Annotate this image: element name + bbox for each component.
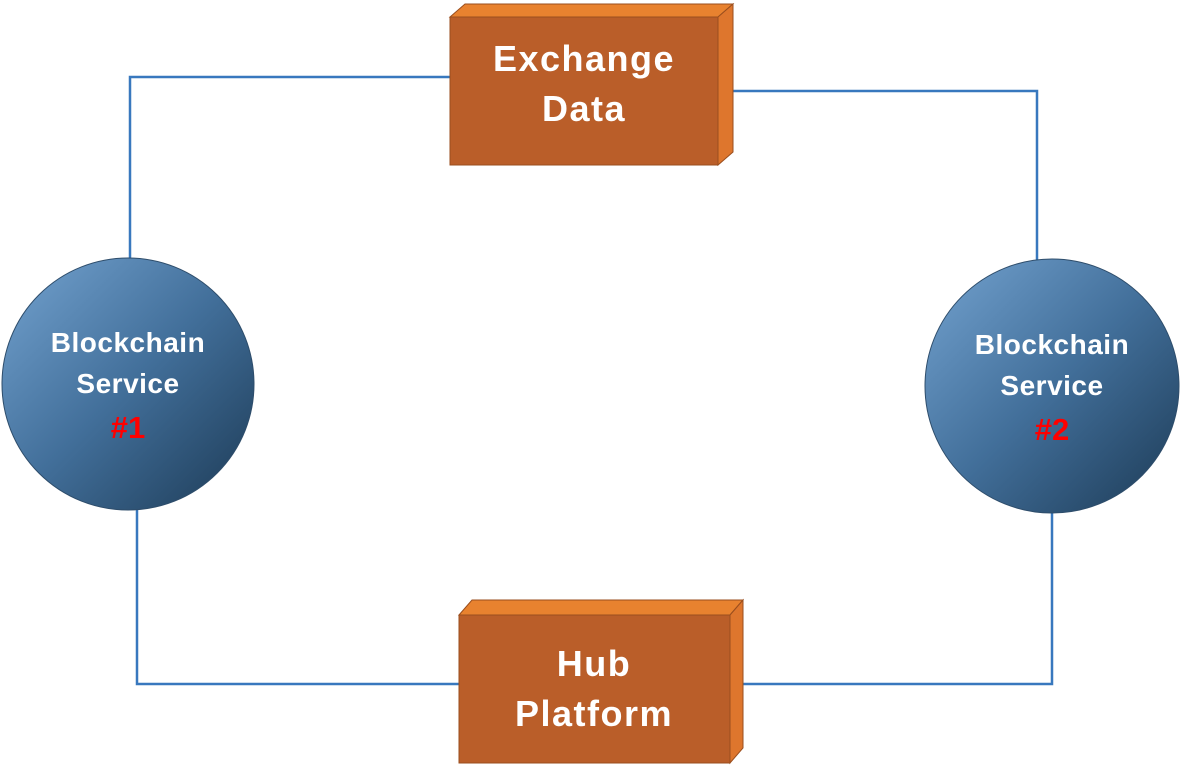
connector-service1-to-exchange bbox=[128, 75, 455, 265]
blockchain-service-1-label-line1: Blockchain bbox=[51, 327, 205, 358]
blockchain-service-1-node: Blockchain Service #1 bbox=[1, 257, 255, 511]
hub-platform-label-line1: Hub bbox=[557, 643, 631, 684]
connector-exchange-to-service2 bbox=[722, 89, 1039, 268]
blockchain-service-2-node: Blockchain Service #2 bbox=[924, 258, 1180, 514]
hub-platform-label-line2: Platform bbox=[515, 693, 673, 734]
exchange-data-box-side-face bbox=[717, 2, 734, 167]
exchange-data-box: Exchange Data bbox=[448, 2, 735, 167]
hub-platform-box: Hub Platform bbox=[457, 598, 745, 765]
connector-service2-to-hub bbox=[736, 508, 1054, 686]
exchange-data-label-line2: Data bbox=[542, 88, 626, 129]
blockchain-service-1-label-line2: Service bbox=[76, 368, 179, 399]
blockchain-service-2-sphere bbox=[924, 258, 1180, 514]
blockchain-service-2-label-line2: Service bbox=[1000, 370, 1103, 401]
blockchain-service-2-label-line1: Blockchain bbox=[975, 329, 1129, 360]
blockchain-service-1-number: #1 bbox=[111, 410, 145, 445]
hub-platform-box-side-face bbox=[729, 598, 744, 765]
exchange-data-box-top-face bbox=[448, 3, 735, 18]
exchange-data-box-front-face bbox=[449, 16, 719, 166]
hub-platform-box-top-face bbox=[457, 599, 745, 616]
blockchain-service-1-sphere bbox=[1, 257, 255, 511]
blockchain-service-2-number: #2 bbox=[1035, 412, 1069, 447]
hub-platform-box-front-face bbox=[458, 614, 731, 764]
connector-service1-to-hub bbox=[135, 505, 465, 686]
exchange-data-label-line1: Exchange bbox=[493, 38, 675, 79]
